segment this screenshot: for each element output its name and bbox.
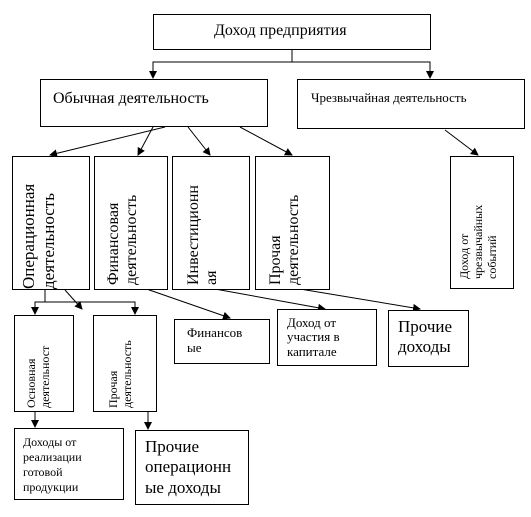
edge-extraordinary-income: [444, 129, 479, 156]
other-activity-node: Прочая деятельность: [255, 156, 330, 290]
extraordinary-activity-label: Чрезвычайная деятельность: [311, 90, 467, 105]
edge-ordinary-financial: [137, 126, 154, 156]
edge-financial-income: [134, 284, 231, 320]
edge-ordinary-operational: [49, 126, 166, 158]
investment-activity-node: Инвестиционн ая: [172, 156, 250, 290]
edge-other-income: [299, 288, 421, 312]
capital-income-label: Доход от участия в капитале: [287, 315, 340, 359]
ordinary-activity-label: Обычная деятельность: [53, 90, 209, 107]
other-income-label: Прочие доходы: [398, 317, 453, 356]
ordinary-activity-node: Обычная деятельность: [40, 79, 268, 127]
edge-operational-main: [31, 301, 45, 315]
main-activity-label: Основная деятельност: [24, 345, 52, 408]
other-activity-label: Прочая деятельность: [267, 194, 303, 285]
operational-activity-node: Операционная деятельность: [12, 156, 90, 290]
edge-operational-extra: [64, 289, 83, 310]
edge-ordinary-investment: [187, 126, 211, 156]
extraordinary-income-node: Доход от чрезвычайных событий: [450, 156, 514, 289]
edge-root-ordinary: [149, 50, 293, 79]
financial-activity-node: Финансовая деятельность: [94, 156, 168, 290]
capital-income-node: Доход от участия в капитале: [277, 309, 377, 366]
operational-activity-label: Операционная деятельность: [19, 183, 58, 289]
other-income-node: Прочие доходы: [388, 310, 469, 367]
other-activity-small-node: Прочая деятельность: [93, 315, 157, 412]
financial-income-label: Финансов ые: [187, 325, 243, 355]
edge-ordinary-other: [239, 126, 293, 156]
main-activity-node: Основная деятельност: [14, 315, 74, 412]
other-operating-income-node: Прочие операционн ые доходы: [135, 430, 249, 505]
sales-income-node: Доходы от реализации готовой продукции: [14, 428, 124, 500]
sales-income-label: Доходы от реализации готовой продукции: [23, 435, 82, 494]
other-operating-income-label: Прочие операционн ые доходы: [145, 437, 232, 497]
extraordinary-income-label: Доход от чрезвычайных событий: [457, 204, 499, 279]
investment-activity-label: Инвестиционн ая: [185, 185, 221, 285]
extraordinary-activity-node: Чрезвычайная деятельность: [297, 79, 525, 129]
financial-activity-label: Финансовая деятельность: [105, 194, 141, 285]
edge-operational-other: [45, 301, 139, 315]
edge-root-extraordinary: [292, 61, 434, 79]
edge-investment-capital: [214, 288, 326, 312]
other-activity-small-label: Прочая деятельность: [106, 340, 134, 408]
root-label: Доход предприятия: [214, 22, 347, 39]
financial-income-node: Финансов ые: [174, 319, 270, 364]
root-node: Доход предприятия: [153, 14, 431, 50]
